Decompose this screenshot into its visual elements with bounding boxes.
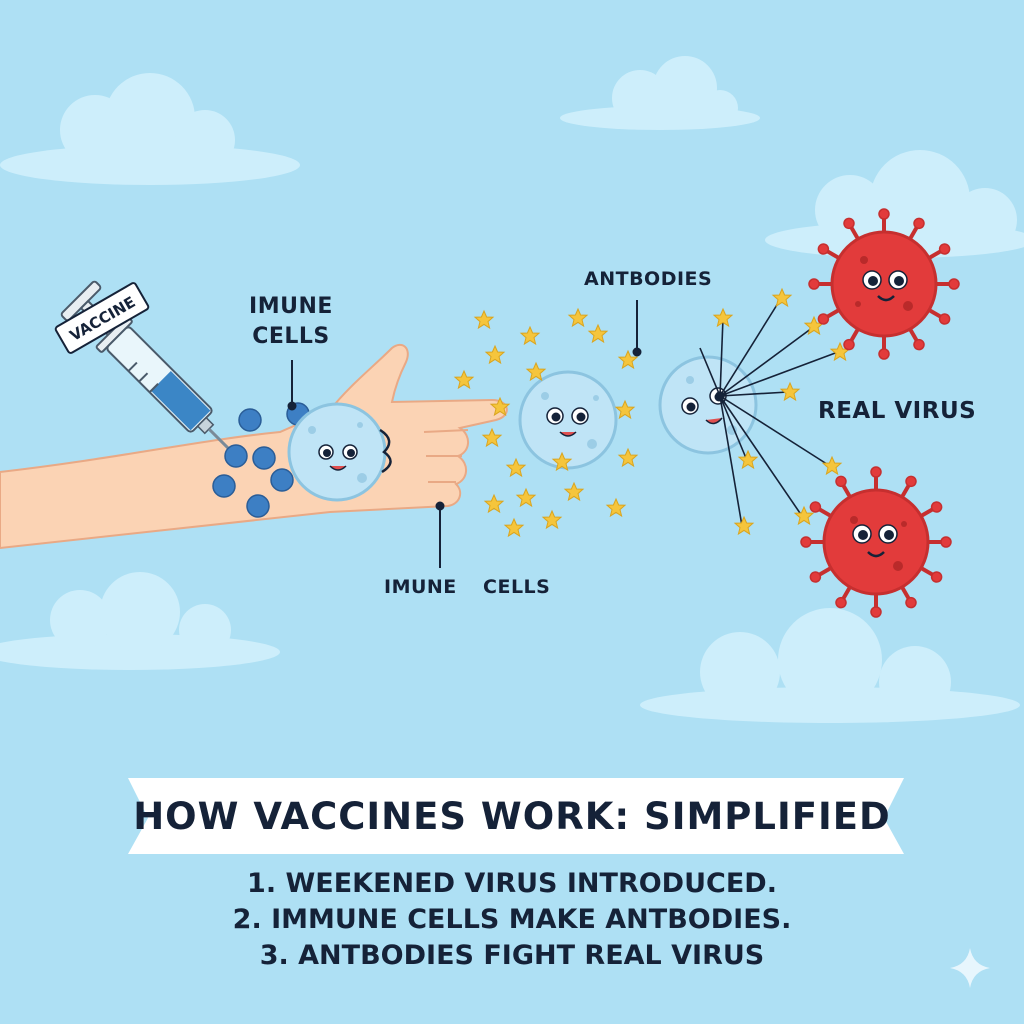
cloud-bottom-right [640,608,1020,723]
leader-lines [287,300,642,568]
step-3: 3. ANTBODIES FIGHT REAL VIRUS [259,940,765,971]
immune-cells-label-top-line1: IMUNE [249,294,333,319]
immune-cell-right [658,355,758,455]
vaccine-particles [212,402,310,518]
virus-top [807,207,961,361]
sparkle-icon [950,948,990,988]
antibodies-label: ANTBODIES [584,268,713,290]
step-2: 2. IMMUNE CELLS MAKE ANTBODIES. [232,904,792,935]
steps-list: 1. WEEKENED VIRUS INTRODUCED. 2. IMMUNE … [0,866,1024,974]
real-virus-label: REAL VIRUS [818,398,977,424]
immune-cell-center [518,370,618,470]
cloud-top-center [560,56,760,130]
immune-cells-label-top: IMUNE CELLS [246,292,336,352]
cloud-bottom-left [0,572,280,670]
cloud-top-left [0,73,300,185]
immune-cell-arm [287,402,392,502]
arm [0,343,508,550]
title-banner [128,778,904,854]
immune-cells-label-top-line2: CELLS [252,324,330,349]
syringe [60,280,239,459]
virus-bottom [799,465,953,619]
banner-title: HOW VACCINES WORK: SIMPLIFIED [133,794,891,838]
antibody-lines [699,299,839,527]
immune-cells-label-bottom: IMUNE CELLS [384,576,551,598]
step-1: 1. WEEKENED VIRUS INTRODUCED. [247,868,777,899]
